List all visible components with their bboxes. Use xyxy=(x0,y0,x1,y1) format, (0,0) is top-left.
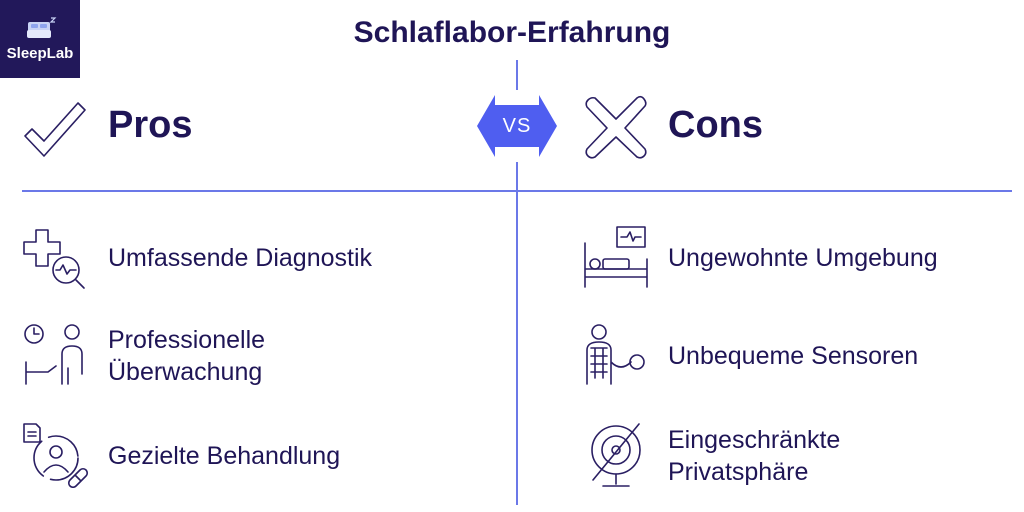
cons-item-2-text: Unbequeme Sensoren xyxy=(668,342,919,370)
cons-item-3-line1: Eingeschränkte xyxy=(668,426,841,454)
medical-diagnostics-icon xyxy=(23,229,85,289)
unfamiliar-bedroom-icon xyxy=(584,226,648,288)
monitoring-staff-icon xyxy=(24,324,83,385)
pros-heading: Pros xyxy=(108,104,193,146)
cons-heading: Cons xyxy=(668,104,763,146)
logo-text: SleepLab xyxy=(6,45,74,62)
cons-item-2: Unbequeme Sensoren xyxy=(668,340,918,372)
divider-vertical xyxy=(516,162,518,505)
divider-horizontal xyxy=(22,190,1012,192)
divider-vertical-top xyxy=(516,60,518,90)
page-title: Schlaflabor-Erfahrung xyxy=(353,16,671,49)
targeted-treatment-icon xyxy=(23,423,89,488)
pros-item-3-text: Gezielte Behandlung xyxy=(108,442,341,470)
vs-badge: VS xyxy=(477,95,557,157)
pros-item-2-line1: Professionelle xyxy=(108,326,266,354)
pros-item-3: Gezielte Behandlung xyxy=(108,440,340,472)
sensors-icon xyxy=(586,324,645,385)
cons-item-3-line2: Privatsphäre xyxy=(668,458,809,486)
sleeplab-logo: SleepLab xyxy=(0,0,80,78)
cross-icon xyxy=(585,95,647,159)
pros-item-1-text: Umfassende Diagnostik xyxy=(108,244,373,272)
vs-label: VS xyxy=(502,115,532,137)
pros-item-1: Umfassende Diagnostik xyxy=(108,242,372,274)
cons-item-1: Ungewohnte Umgebung xyxy=(668,242,938,274)
checkmark-icon xyxy=(24,102,86,157)
pros-item-2-line2: Überwachung xyxy=(108,358,263,386)
cons-item-1-text: Ungewohnte Umgebung xyxy=(668,244,938,272)
privacy-camera-icon xyxy=(591,423,641,487)
bed-icon xyxy=(27,17,57,38)
